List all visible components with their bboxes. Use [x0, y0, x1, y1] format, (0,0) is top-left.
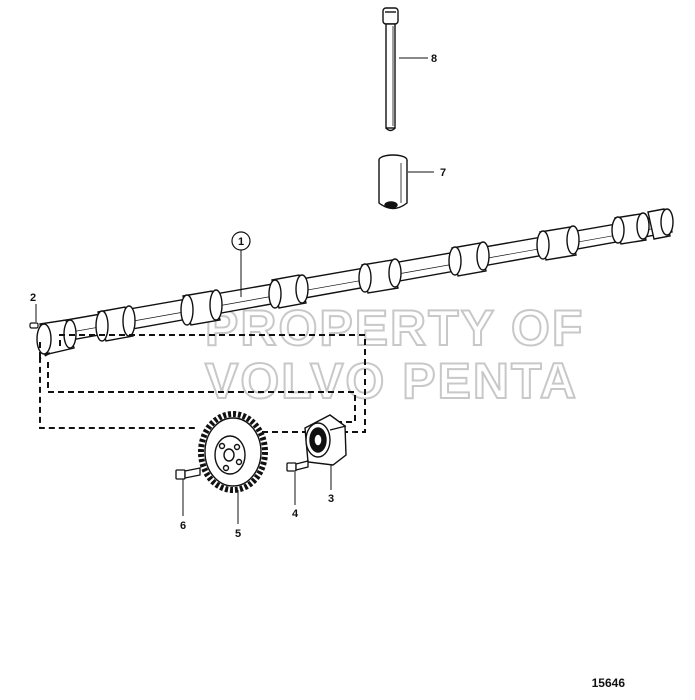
watermark-line1: PROPERTY OF: [205, 300, 584, 356]
watermark-line2: VOLVO PENTA: [205, 353, 578, 409]
camshaft-gear: [198, 411, 268, 493]
camshaft-front-journal: [36, 319, 77, 355]
assembly-dashed-line: [39, 334, 366, 433]
callout-3: 3: [328, 493, 334, 505]
flange-screw: [286, 460, 309, 472]
callout-5: 5: [235, 528, 241, 540]
thrust-flange: [304, 414, 347, 466]
push-rod: [382, 7, 399, 132]
camshaft-journal: [358, 258, 402, 294]
key-pin: [29, 322, 39, 329]
callout-4: 4: [292, 508, 299, 520]
camshaft-journal: [536, 225, 580, 261]
cam-lobe: [448, 241, 490, 277]
cam-lobe: [95, 305, 136, 342]
valve-tappet: [378, 154, 408, 210]
camshaft: [36, 208, 674, 355]
callout-7: 7: [440, 167, 446, 179]
callout-8: 8: [431, 53, 437, 65]
cam-lobe: [268, 274, 309, 309]
callout-1-circle: [231, 231, 251, 251]
watermark: PROPERTY OF VOLVO PENTA: [204, 299, 584, 410]
cam-lobe: [611, 212, 650, 245]
camshaft-rear-journal: [647, 208, 674, 240]
callout-1: 1: [238, 236, 244, 248]
camshaft-journal: [180, 289, 223, 326]
callout-6: 6: [180, 520, 186, 532]
callouts: 1 2 3 4 5 6 7 8: [30, 53, 446, 540]
drawing-number: 15646: [592, 676, 626, 690]
gear-screw: [175, 467, 201, 480]
callout-2: 2: [30, 292, 36, 304]
leader-lines: [35, 57, 434, 524]
